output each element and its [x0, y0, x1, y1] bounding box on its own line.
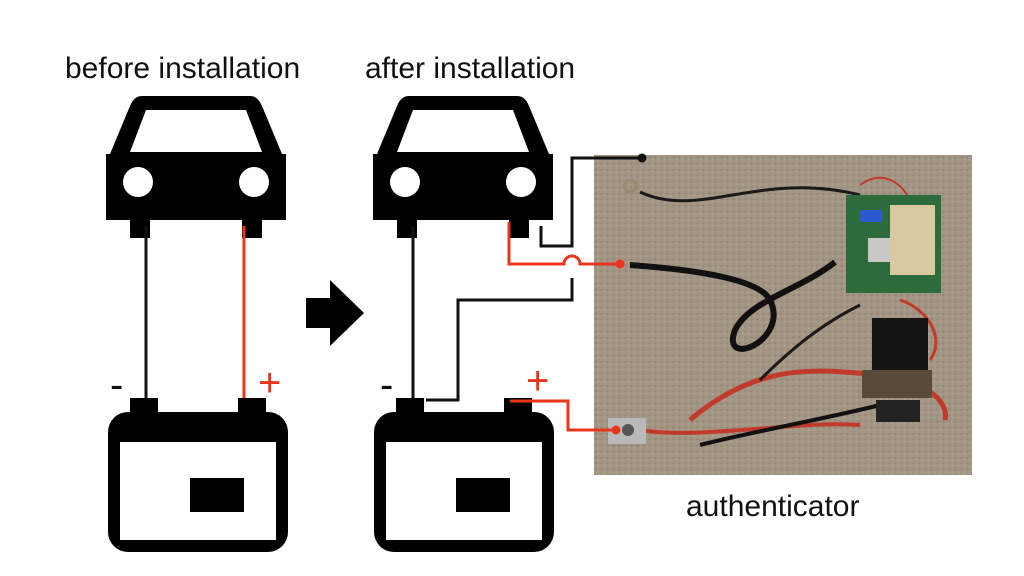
authenticator-label: authenticator — [686, 490, 859, 523]
plus-sign: + — [258, 361, 281, 405]
after-installation-label: after installation — [365, 52, 575, 85]
arrow-right-icon — [306, 280, 364, 346]
before-installation-label: before installation — [65, 52, 300, 85]
positive-terminal-dot — [615, 259, 625, 269]
ground-terminal-dot — [637, 153, 647, 163]
minus-sign: - — [110, 363, 123, 407]
car-icon — [106, 96, 286, 238]
car-icon — [373, 96, 553, 238]
minus-sign: - — [380, 363, 393, 407]
positive-wire-battery — [510, 399, 616, 432]
authenticator-photo — [594, 155, 972, 475]
battery-positive-dot — [611, 425, 621, 435]
battery-icon — [374, 398, 554, 552]
ground-wire-car — [539, 156, 642, 248]
negative-wire-battery — [426, 278, 574, 402]
positive-wire-car — [507, 222, 620, 266]
battery-icon — [108, 398, 288, 552]
plus-sign: + — [526, 359, 549, 403]
